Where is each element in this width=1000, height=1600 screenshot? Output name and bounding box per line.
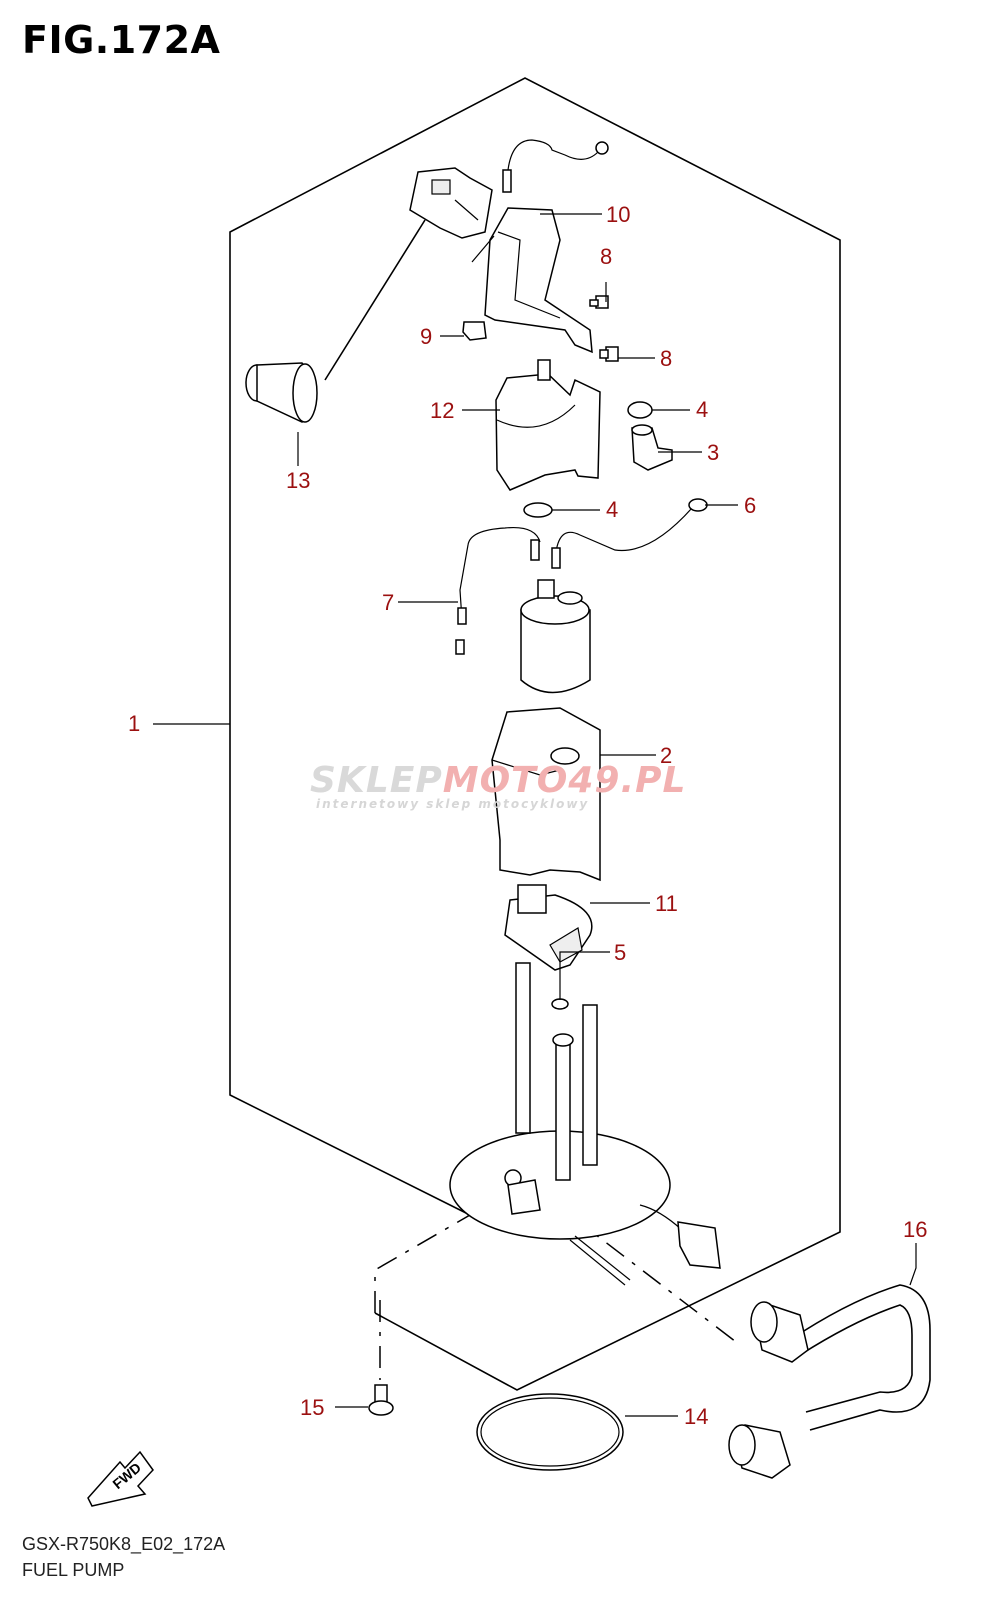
- callout-13: 13: [286, 468, 310, 493]
- lead-wire-positive: [551, 498, 708, 569]
- callout-4-upper: 4: [696, 397, 708, 422]
- watermark: SKLEPMOTO49.PL internetowy sklep motocyk…: [310, 760, 690, 811]
- o-ring-upper: [627, 401, 653, 419]
- lead-wire-negative: [455, 526, 541, 655]
- watermark-tagline: internetowy sklep motocyklowy: [316, 797, 590, 811]
- watermark-brand-gray: SKLEP: [310, 760, 443, 801]
- clip: [462, 321, 487, 341]
- o-ring-small: [551, 998, 569, 1010]
- figure-title: FIG.172A: [22, 18, 221, 62]
- wire-harness-top: [502, 139, 609, 193]
- fuel-filter: [504, 884, 593, 971]
- callout-2: 2: [660, 743, 672, 768]
- model-code: GSX-R750K8_E02_172A: [22, 1534, 226, 1554]
- fuel-level-float: [245, 219, 426, 423]
- callout-3: 3: [707, 440, 719, 465]
- callout-8-upper: 8: [600, 244, 612, 269]
- fuel-level-sender: [409, 167, 493, 239]
- callout-14: 14: [684, 1404, 708, 1429]
- mounting-bolt: [368, 1384, 394, 1416]
- bolt-upper: [589, 295, 609, 309]
- callout-5: 5: [614, 940, 626, 965]
- pump-bracket: [471, 207, 593, 354]
- callout-1: 1: [128, 711, 140, 736]
- callout-9: 9: [420, 324, 432, 349]
- watermark-brand-tail: 49.PL: [568, 760, 687, 801]
- callout-6: 6: [744, 493, 756, 518]
- callout-10: 10: [606, 202, 630, 227]
- pump-base-plate: [449, 962, 721, 1286]
- bolt-lower: [599, 346, 619, 362]
- callout-8-lower: 8: [660, 346, 672, 371]
- callout-12: 12: [430, 398, 454, 423]
- pressure-regulator-housing: [495, 359, 601, 491]
- watermark-brand-red: MOTO: [442, 760, 569, 801]
- pump-case: [491, 707, 601, 882]
- callout-4-lower: 4: [606, 497, 618, 522]
- callout-11: 11: [655, 891, 678, 916]
- outline-dashed-link: [374, 1214, 471, 1313]
- section-name: FUEL PUMP: [22, 1560, 125, 1580]
- callout-16: 16: [903, 1217, 927, 1242]
- forward-arrow-icon: FWD: [87, 1450, 154, 1507]
- gasket: [476, 1393, 624, 1471]
- gasket-inner: [480, 1397, 620, 1467]
- callout-7: 7: [382, 590, 394, 615]
- leader-lines: [153, 213, 917, 1417]
- hose-axis-line: [569, 1214, 741, 1346]
- pressure-regulator: [631, 424, 673, 471]
- callout-15: 15: [300, 1395, 324, 1420]
- fuel-feed-hose: [728, 1284, 931, 1479]
- assembly-outline: [229, 77, 841, 1391]
- fuel-pump-motor: [520, 579, 591, 694]
- o-ring-lower: [523, 502, 553, 518]
